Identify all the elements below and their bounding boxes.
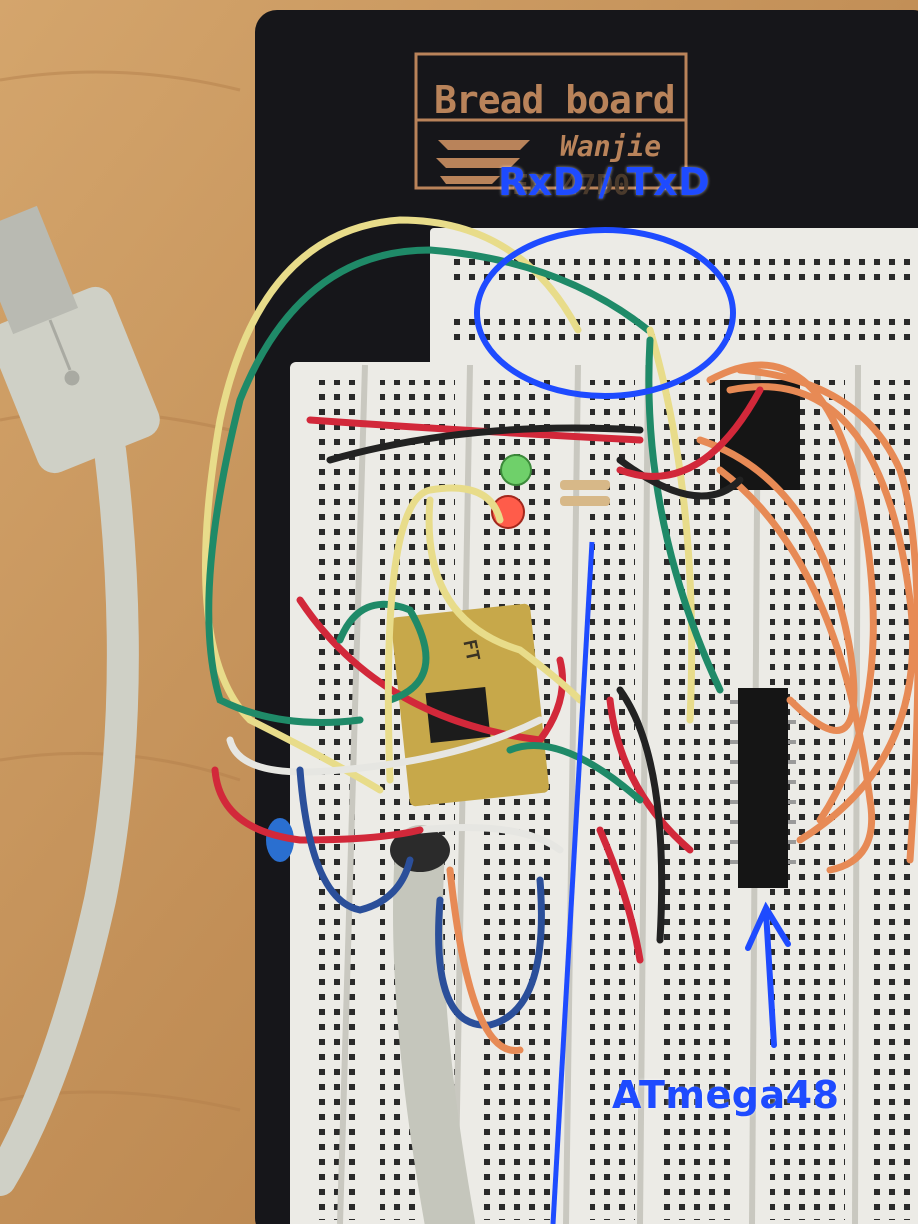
green-led (500, 454, 532, 486)
yellow-wire-led-2 (425, 496, 584, 704)
green-wire-loop (336, 600, 430, 704)
atmega48-chip (738, 688, 788, 888)
breadboard-brand-print: Wanjie (560, 130, 662, 163)
breadboard-title-print: Bread board (434, 78, 676, 122)
green-wire-chip (506, 742, 644, 804)
red-wire-chip (606, 696, 694, 854)
usb-plug-metal (0, 205, 79, 335)
red-wire-power (306, 416, 644, 444)
rxtx-highlight-ellipse (474, 227, 736, 399)
orange-wire-isp-5 (736, 366, 918, 864)
blue-wire (296, 766, 414, 914)
white-wire-2 (416, 824, 564, 854)
black-wire-chip (616, 686, 666, 944)
brand-logo-mark (436, 140, 530, 184)
wires (202, 216, 918, 1054)
board-usb-cable (393, 825, 475, 1224)
uart-annotation-label: RxD / TxD (498, 160, 711, 204)
orange-wire-isp-4 (716, 466, 876, 874)
usb-symbol-icon (48, 319, 80, 386)
yellow-wire-rx (202, 216, 582, 794)
cable-grommet (390, 828, 450, 872)
red-wire-isp (616, 386, 764, 480)
resistor-bottom (560, 496, 610, 506)
yellow-wire-led (384, 484, 504, 784)
red-wire-left (211, 766, 424, 844)
usb-cable (0, 434, 139, 1196)
blue-wire-bottom (435, 876, 545, 1029)
yellow-wire-tx-down (646, 326, 696, 724)
arrow-up-icon (745, 901, 791, 1048)
green-wire-down (645, 336, 724, 694)
resistor-top (560, 480, 610, 490)
ft232-marking: FT (458, 637, 484, 664)
upper-strip-holes-b (450, 310, 918, 340)
breadboard-model-print: EB 47D0 (512, 168, 631, 201)
red-wire-chip-2 (596, 826, 644, 964)
orange-wire-isp-3 (696, 436, 858, 734)
mcu-annotation-label: ATmega48 (612, 1073, 840, 1117)
annotation-guide-line (550, 541, 595, 1224)
white-wire (226, 716, 544, 776)
orange-wire-isp-1 (706, 361, 877, 824)
orange-wire-bottom (446, 866, 524, 1054)
black-wire-gnd (326, 424, 644, 464)
red-wire-mid (296, 596, 566, 744)
